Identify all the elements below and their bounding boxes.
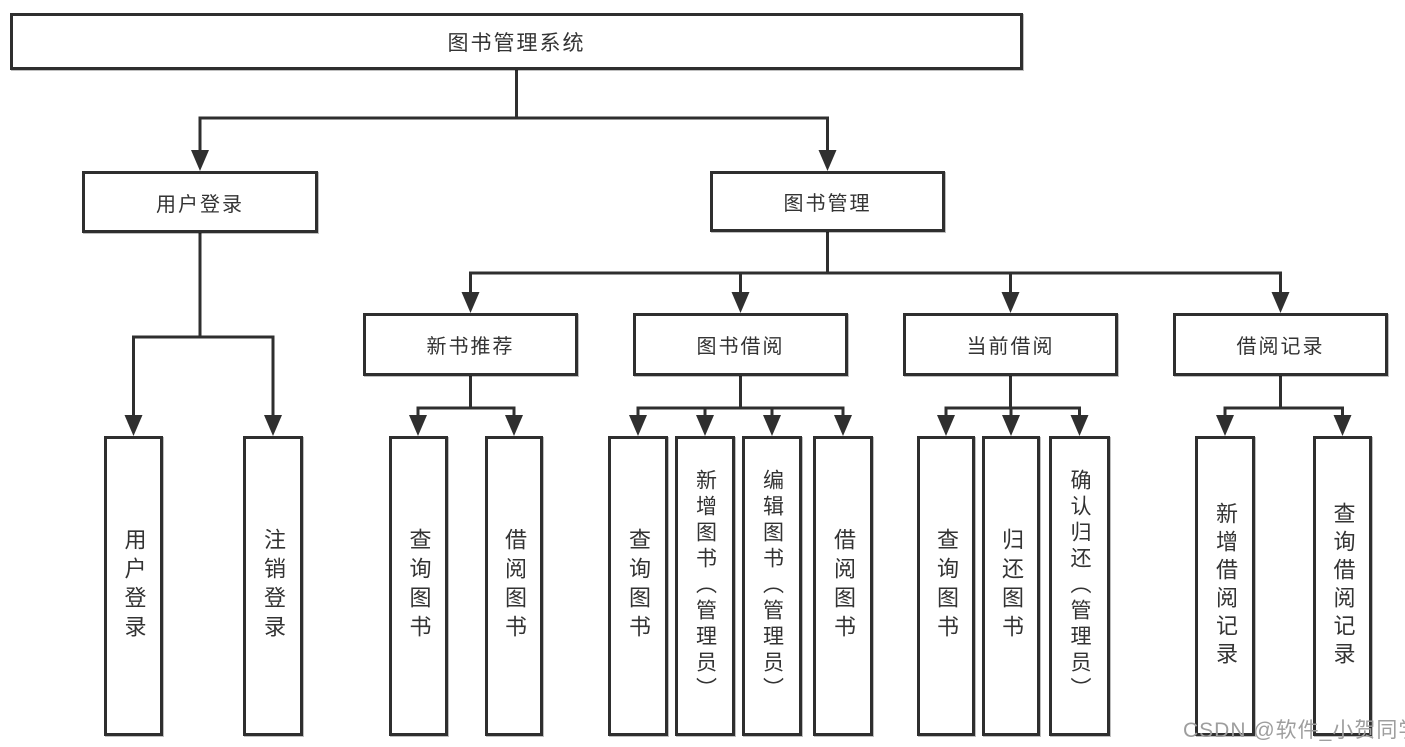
connector-newbookrec-to-leaves: [416, 376, 516, 431]
connector-bookborrow-to-leaves: [636, 376, 845, 431]
node-new-book-recommend: 新书推荐: [363, 313, 578, 376]
node-current-borrow: 当前借阅: [903, 313, 1118, 376]
leaf-add-book-admin: 新增图书（管理员）: [675, 436, 735, 736]
node-book-borrow: 图书借阅: [633, 313, 848, 376]
leaf-user-login: 用户登录: [104, 436, 163, 736]
connector-root-to-level2: [198, 70, 829, 166]
leaf-edit-book-admin: 编辑图书（管理员）: [742, 436, 802, 736]
leaf-logout-login: 注销登录: [243, 436, 303, 736]
leaf-borrow-book: 借阅图书: [813, 436, 873, 736]
watermark: CSDN @软件_小贺同学: [1183, 719, 1405, 742]
node-root: 图书管理系统: [10, 13, 1023, 70]
connector-currentborrow-to-leaves: [944, 376, 1081, 431]
leaf-query-book: 查询图书: [389, 436, 448, 736]
leaf-query-book: 查询图书: [917, 436, 975, 736]
node-borrow-record: 借阅记录: [1173, 313, 1388, 376]
connector-borrowrecord-to-leaves: [1223, 376, 1344, 431]
connector-userlogin-to-leaves: [132, 233, 275, 431]
leaf-borrow-book: 借阅图书: [485, 436, 543, 736]
node-user-login: 用户登录: [82, 171, 318, 233]
leaf-confirm-return-admin: 确认归还（管理员）: [1049, 436, 1110, 736]
leaf-query-borrow-record: 查询借阅记录: [1313, 436, 1372, 736]
leaf-query-book: 查询图书: [608, 436, 668, 736]
node-book-management: 图书管理: [710, 171, 945, 232]
leaf-add-borrow-record: 新增借阅记录: [1195, 436, 1255, 736]
connector-bookmgmt-to-level3: [469, 232, 1282, 308]
leaf-return-book: 归还图书: [982, 436, 1040, 736]
